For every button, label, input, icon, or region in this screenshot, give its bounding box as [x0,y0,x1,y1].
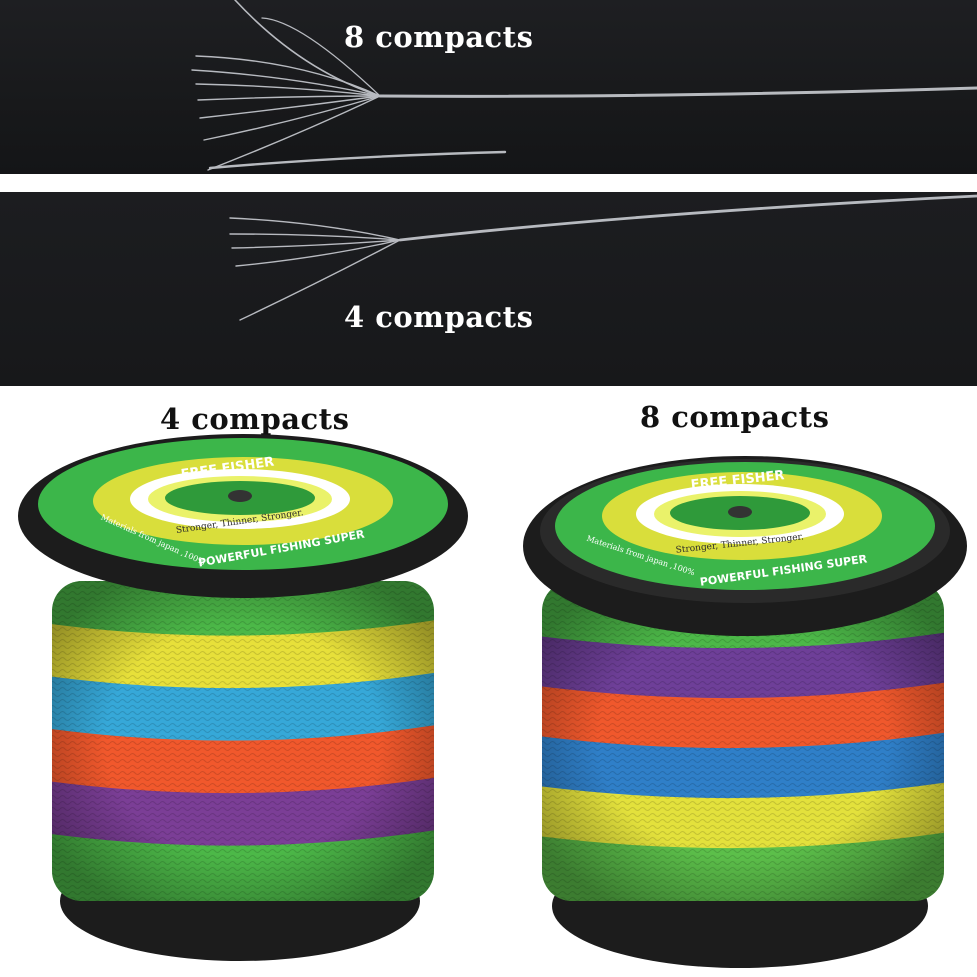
right-spool-caption: 8 compacts [640,400,830,434]
left-spool: FREE FISHER Stronger, Thinner, Stronger.… [18,434,468,961]
spools-illustration: FREE FISHER Stronger, Thinner, Stronger.… [18,434,967,968]
eight-strand-fiber-illustration [191,0,977,171]
middle-panel-caption: 4 compacts [344,300,534,334]
left-spool-caption: 4 compacts [160,402,350,436]
top-panel-caption: 8 compacts [344,20,534,54]
middle-photo-panel: 4 compacts [0,192,977,386]
four-strand-fiber-illustration [229,194,977,321]
top-photo-panel: 8 compacts [0,0,977,174]
right-spool: FREE FISHER Stronger, Thinner, Stronger.… [523,456,967,968]
